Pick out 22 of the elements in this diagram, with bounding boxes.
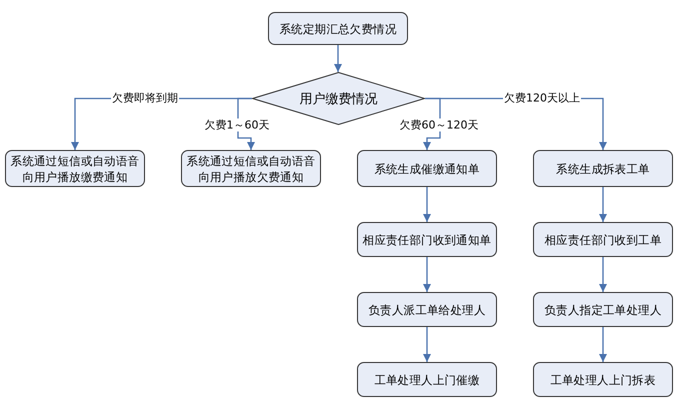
edge-label: 欠费120天以上: [503, 92, 581, 104]
process-box: 系统定期汇总欠费情况: [268, 12, 408, 45]
process-box: 工单处理人上门催缴: [357, 362, 497, 397]
process-box: 系统通过短信或自动语音向用户播放缴费通知: [5, 150, 145, 187]
edge-label: 欠费1～60天: [204, 118, 270, 132]
process-box: 相应责任部门收到通知单: [357, 222, 497, 257]
process-box: 负责人指定工单处理人: [533, 292, 673, 327]
arrow: [423, 257, 431, 292]
arrow: [599, 327, 607, 362]
process-box: 系统通过短信或自动语音向用户播放欠费通知: [181, 150, 321, 187]
edge-label: 欠费即将到期: [111, 92, 179, 104]
process-box: 工单处理人上门拆表: [533, 362, 673, 397]
process-box: 相应责任部门收到工单: [533, 222, 673, 257]
arrow: [423, 327, 431, 362]
edge-label: 欠费60～120天: [398, 118, 480, 132]
process-box: 系统生成催缴通知单: [357, 150, 497, 187]
arrow: [599, 187, 607, 222]
process-box: 负责人派工单给处理人: [357, 292, 497, 327]
process-box: 系统生成拆表工单: [533, 150, 673, 187]
arrow: [423, 187, 431, 222]
arrow: [334, 45, 342, 72]
arrow: [599, 257, 607, 292]
